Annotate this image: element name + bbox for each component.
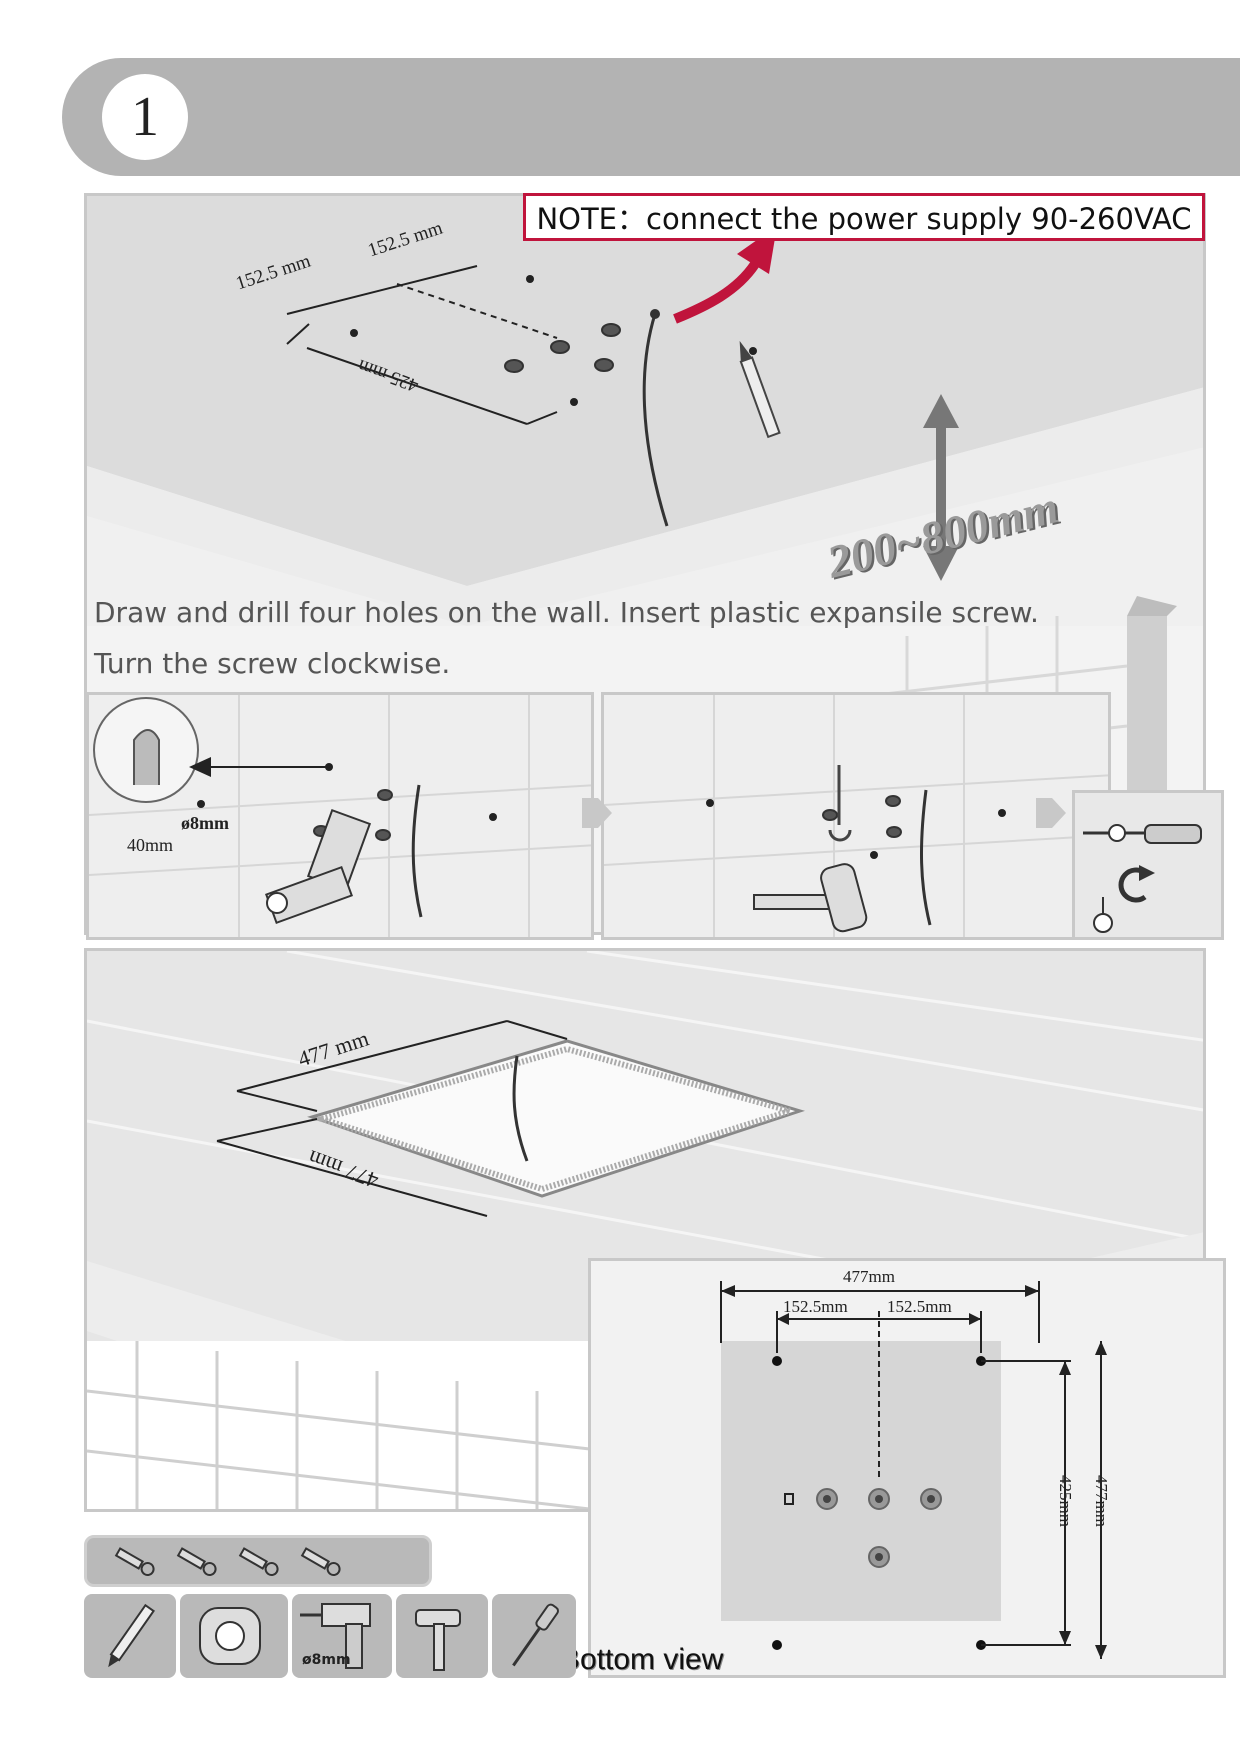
bottom-spacing-a-label: 152.5mm bbox=[783, 1297, 848, 1316]
instruction-line-1: Draw and drill four holes on the wall. I… bbox=[94, 596, 1039, 629]
step-header-bar bbox=[62, 58, 1240, 176]
screwdriver-icon bbox=[492, 1594, 576, 1678]
screw-panel bbox=[1072, 790, 1224, 940]
bottom-view-panel: 477mm 152.5mm 152.5mm 425mm 477mm bbox=[588, 1258, 1226, 1678]
bottom-length-label: 477mm bbox=[1091, 1475, 1111, 1527]
step-number: 1 bbox=[102, 74, 188, 160]
drill-icon: ø8mm bbox=[292, 1594, 392, 1678]
step-arrow-1 bbox=[582, 798, 612, 828]
pencil-icon bbox=[84, 1594, 176, 1678]
drill-depth-label: 40mm bbox=[127, 835, 174, 855]
drill-size-label: ø8mm bbox=[302, 1652, 351, 1668]
drilling-panel: ø8mm 40mm bbox=[86, 692, 594, 940]
hardware-strip bbox=[84, 1535, 432, 1587]
power-supply-note: NOTE：connect the power supply 90-260VAC bbox=[523, 193, 1205, 241]
bottom-view-label: Bottom view bbox=[560, 1643, 724, 1676]
bottom-spacing-b-label: 152.5mm bbox=[887, 1297, 952, 1316]
bottom-hole-span-label: 425mm bbox=[1055, 1475, 1075, 1527]
bottom-width-label: 477mm bbox=[843, 1267, 895, 1286]
tape-measure-icon bbox=[180, 1594, 288, 1678]
step-arrow-2 bbox=[1036, 798, 1066, 828]
instruction-line-2: Turn the screw clockwise. bbox=[94, 647, 451, 680]
drill-diameter-label: ø8mm bbox=[181, 813, 229, 833]
hammer-panel bbox=[601, 692, 1111, 940]
hammer-icon bbox=[396, 1594, 488, 1678]
tools-strip: ø8mm bbox=[84, 1594, 576, 1678]
